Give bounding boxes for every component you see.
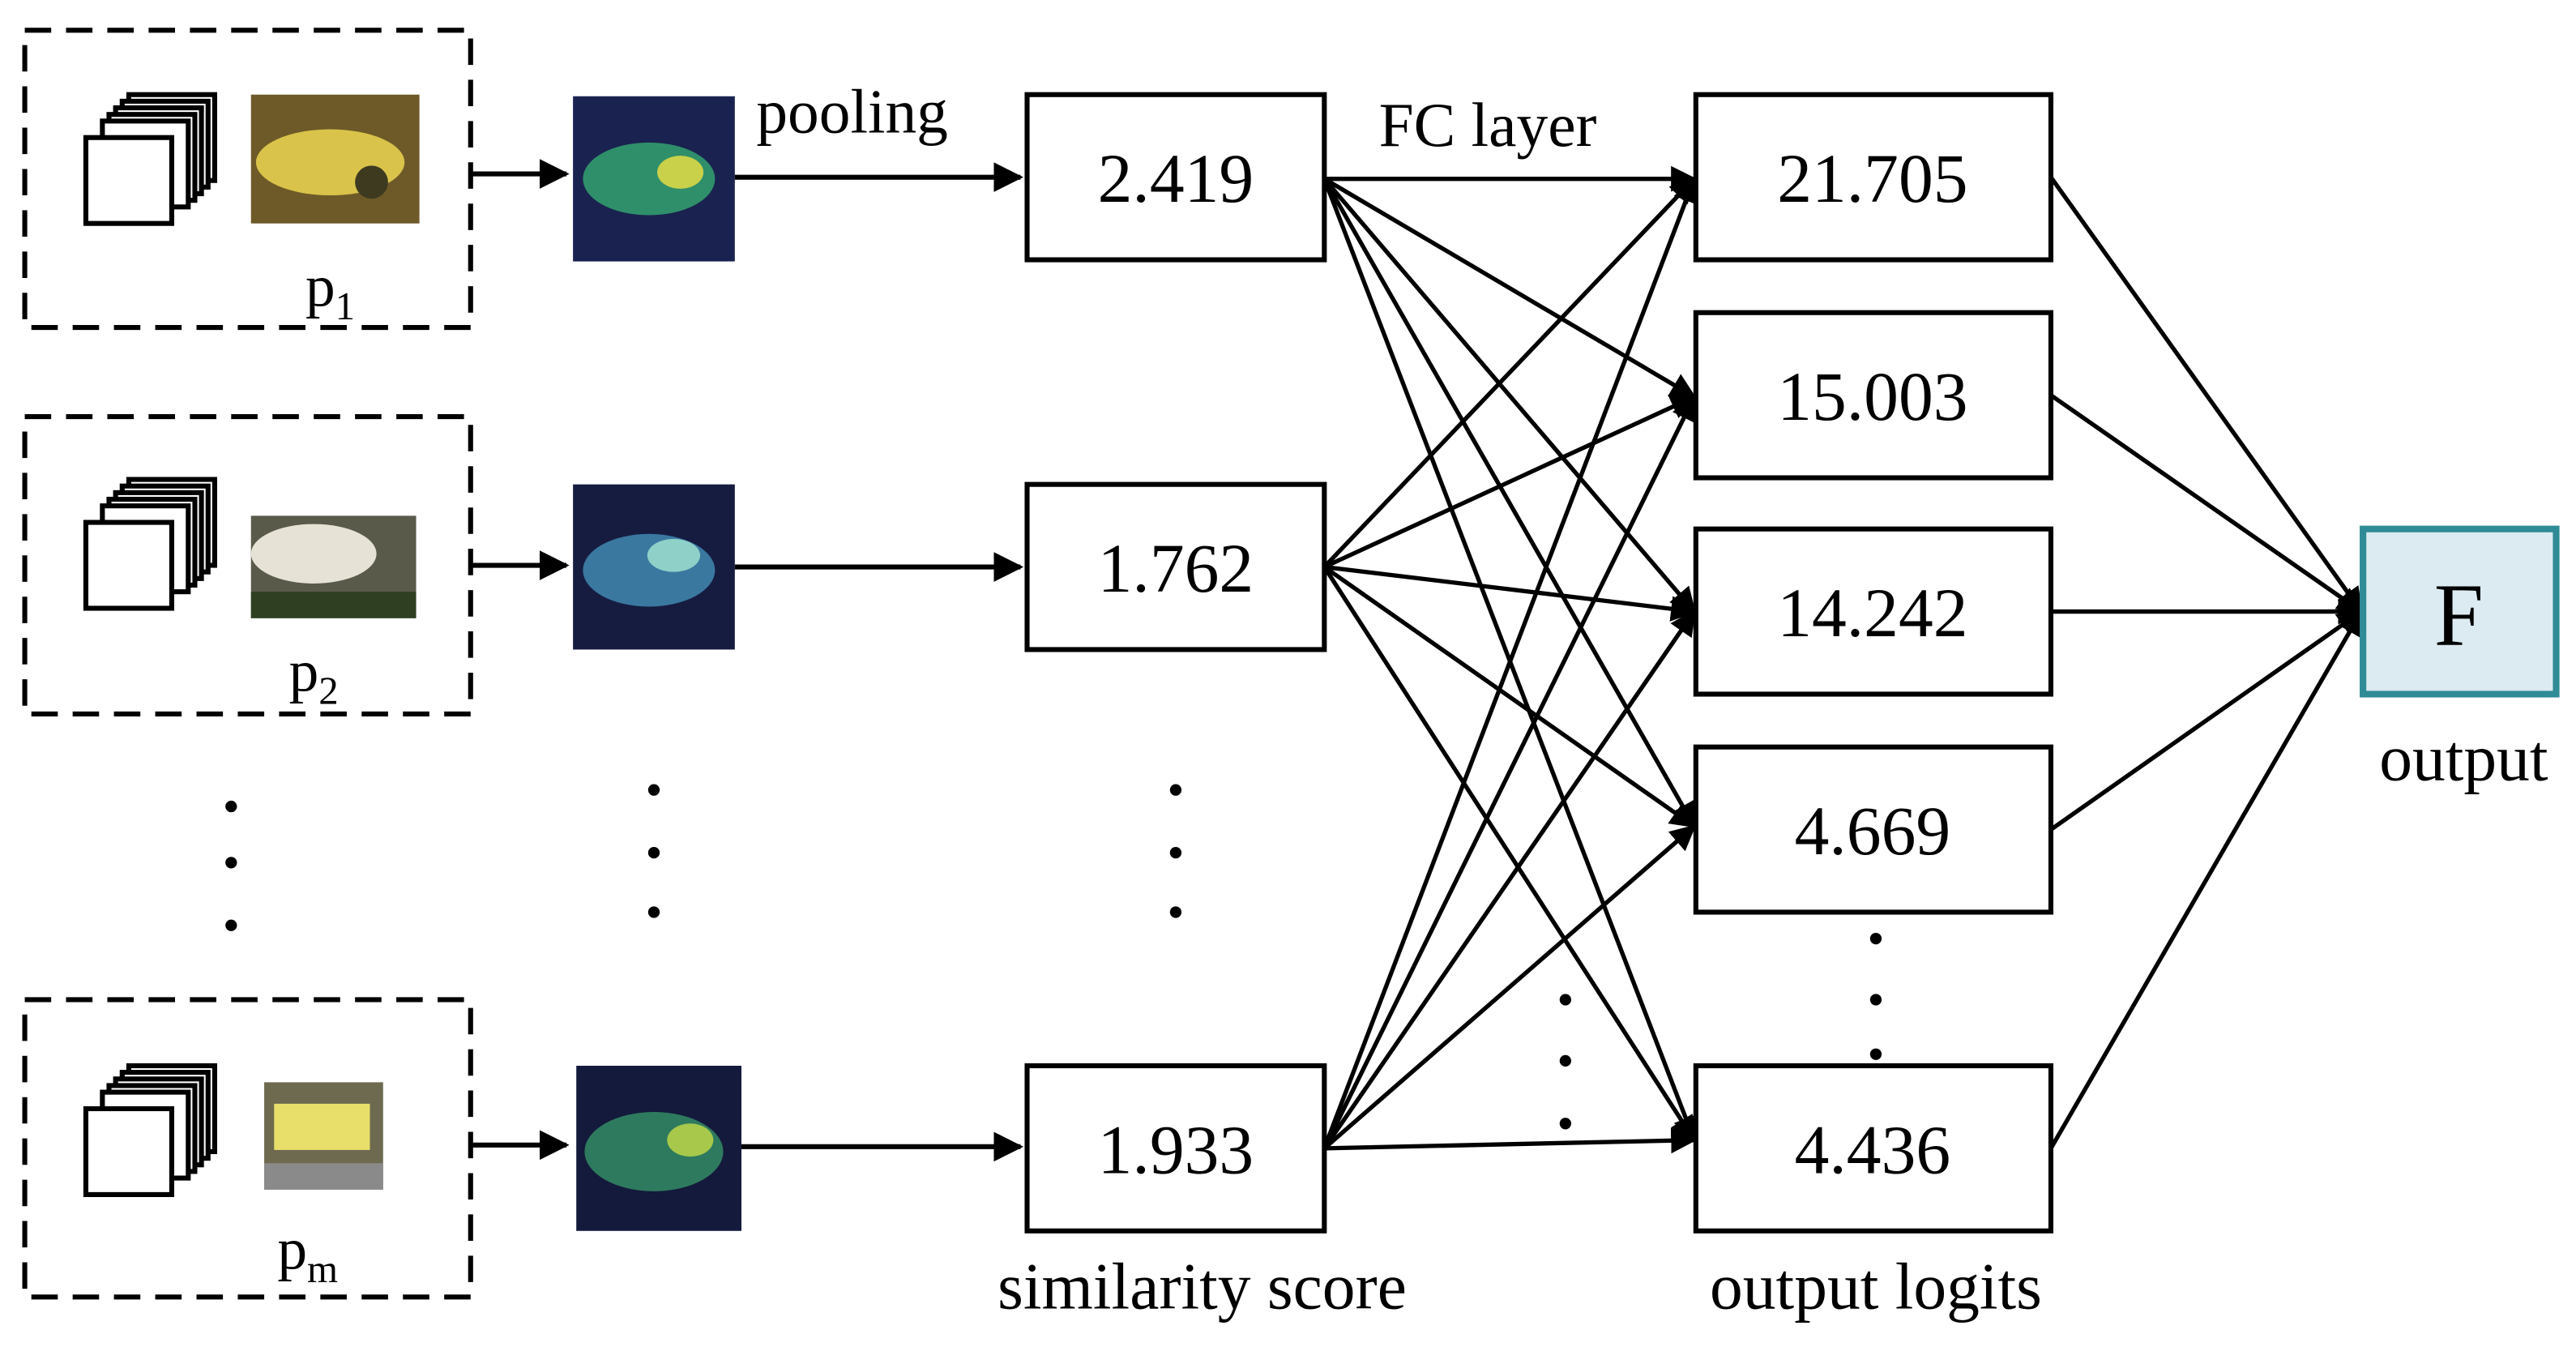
prototype-group-m: pm: [22, 997, 473, 1300]
vertical-ellipsis-logits: [1869, 932, 1882, 1060]
prototype-thumbnail-2: [250, 515, 417, 618]
output-logit-value-5: 4.436: [1795, 1111, 1951, 1188]
feature-stack-icon: [83, 1063, 217, 1197]
heatmap-1: [573, 96, 735, 262]
output-logit-value-2: 15.003: [1777, 358, 1967, 435]
output-logit-value-1: 21.705: [1777, 140, 1967, 217]
output-logit-box-5: 4.436: [1693, 1063, 2054, 1234]
output-logit-box-2: 15.003: [1693, 310, 2054, 481]
output-box-rect: [2360, 525, 2560, 698]
output-symbol: F: [2434, 565, 2484, 664]
output-logit-box-1: 21.705: [1693, 92, 2054, 263]
logit-to-output-connections: [2048, 176, 2365, 1150]
output-label: output: [2379, 721, 2548, 794]
prototype-thumbnail-m: [264, 1082, 383, 1190]
prototype-group-2: p2: [22, 414, 473, 716]
similarity-score-value-2: 1.762: [1098, 530, 1254, 607]
similarity-score-box-m: 1.933: [1024, 1063, 1327, 1234]
fc-connections: [1322, 165, 1698, 1154]
vertical-ellipsis-scores: [1169, 784, 1182, 918]
fc-layer-label: FC layer: [1379, 90, 1597, 160]
prototype-group-1: p1: [22, 28, 473, 331]
similarity-score-value-m: 1.933: [1098, 1111, 1254, 1188]
similarity-score-box-1: 2.419: [1024, 92, 1327, 263]
vertical-ellipsis-heatmaps: [647, 784, 660, 918]
heatmap-2: [573, 484, 735, 650]
pooling-label: pooling: [756, 77, 948, 147]
prototype-label-m: pm: [277, 1217, 338, 1291]
output-logit-value-4: 4.669: [1795, 793, 1951, 870]
vertical-ellipsis-fc: [1559, 994, 1571, 1130]
output-logit-box-4: 4.669: [1693, 744, 2054, 915]
similarity-score-box-2: 1.762: [1024, 481, 1327, 652]
output-box: F: [2360, 525, 2560, 698]
output-logit-value-3: 14.242: [1777, 575, 1967, 652]
heatmap-m: [576, 1065, 741, 1231]
prototype-label-2: p2: [289, 638, 339, 712]
output-logits-label: output logits: [1710, 1250, 2042, 1323]
output-logit-box-3: 14.242: [1693, 526, 2054, 697]
similarity-score-value-1: 2.419: [1098, 140, 1254, 217]
vertical-ellipsis-prototypes: [225, 800, 237, 931]
feature-stack-icon: [83, 477, 217, 611]
feature-stack-icon: [83, 92, 217, 226]
prototype-box-m: [22, 997, 473, 1300]
similarity-score-label: similarity score: [998, 1250, 1407, 1323]
prototype-box-1: [22, 28, 473, 331]
prototype-thumbnail-1: [250, 94, 420, 224]
prototype-label-1: p1: [305, 254, 355, 328]
